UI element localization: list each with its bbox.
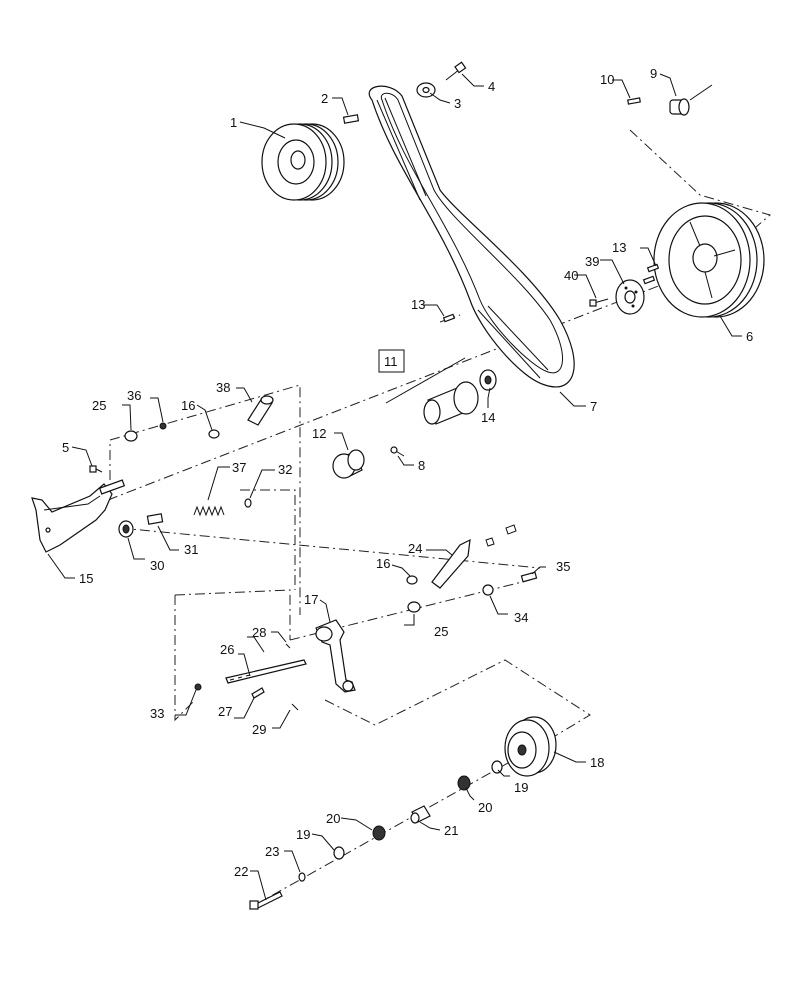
callout-21: 21 xyxy=(444,823,458,838)
part-33-nut xyxy=(194,683,202,691)
callout-36: 36 xyxy=(127,388,141,403)
part-34-washer xyxy=(482,584,494,596)
callout-12: 12 xyxy=(312,426,326,441)
part-23-washer xyxy=(298,872,306,882)
callout-11-box xyxy=(378,349,405,373)
part-38-spacer xyxy=(247,395,274,426)
part-27-clip xyxy=(251,687,265,699)
callout-24: 24 xyxy=(408,541,422,556)
callout-2: 2 xyxy=(321,91,328,106)
part-5-bolt xyxy=(89,465,103,473)
callout-34: 34 xyxy=(514,610,528,625)
callout-17: 17 xyxy=(304,592,318,607)
part-6-large-pulley xyxy=(653,202,765,318)
part-1-drive-pulley xyxy=(261,123,345,201)
part-8-screw xyxy=(390,446,405,457)
callout-11: 11 xyxy=(384,354,398,369)
callout-38: 38 xyxy=(216,380,230,395)
callout-33: 33 xyxy=(150,706,164,721)
callout-14: 14 xyxy=(481,410,495,425)
callout-20-b: 20 xyxy=(326,811,340,826)
callout-labels: 1 2 3 4 5 6 7 8 9 10 11 12 13 13 13 14 1… xyxy=(62,66,753,879)
callout-10: 10 xyxy=(600,72,614,87)
callout-20-a: 20 xyxy=(478,800,492,815)
part-7-belt xyxy=(368,85,575,388)
callout-25-a: 25 xyxy=(92,398,106,413)
callout-15: 15 xyxy=(79,571,93,586)
callout-13-b: 13 xyxy=(411,297,425,312)
callout-25-b: 25 xyxy=(434,624,448,639)
callout-30: 30 xyxy=(150,558,164,573)
callout-23: 23 xyxy=(265,844,279,859)
part-21-spacer xyxy=(410,805,431,824)
part-31-bushing xyxy=(146,513,164,525)
callout-26: 26 xyxy=(220,642,234,657)
callout-3: 3 xyxy=(454,96,461,111)
part-26-rod xyxy=(225,659,307,684)
callout-9: 9 xyxy=(650,66,657,81)
part-10-pin xyxy=(627,97,641,105)
callout-5: 5 xyxy=(62,440,69,455)
part-13-keys xyxy=(442,263,660,323)
part-24-plate xyxy=(431,524,517,589)
part-20-bearings xyxy=(372,775,471,841)
callout-18: 18 xyxy=(590,755,604,770)
callout-19-a: 19 xyxy=(514,780,528,795)
callout-35: 35 xyxy=(556,559,570,574)
callout-29: 29 xyxy=(252,722,266,737)
part-11-shaft-assembly xyxy=(423,381,479,425)
part-2-key xyxy=(342,114,360,124)
part-17-idler-arm xyxy=(315,619,356,693)
part-14-bearing xyxy=(479,369,497,391)
callout-19-b: 19 xyxy=(296,827,310,842)
part-9-fitting xyxy=(669,84,713,116)
callout-13-a: 13 xyxy=(612,240,626,255)
part-29-pin xyxy=(291,703,299,711)
part-39-hub xyxy=(615,279,645,315)
part-30-washer xyxy=(118,520,134,538)
part-36-nut xyxy=(159,422,167,430)
part-40-bolt xyxy=(589,298,609,307)
part-35-bolt xyxy=(520,571,538,583)
part-12-sleeve xyxy=(332,449,365,479)
callout-8: 8 xyxy=(418,458,425,473)
callout-4: 4 xyxy=(488,79,495,94)
part-18-idler-pulley xyxy=(504,716,557,777)
part-32-clip xyxy=(244,498,252,508)
callout-28: 28 xyxy=(252,625,266,640)
part-25-washer xyxy=(124,430,421,613)
part-37-spring xyxy=(193,505,225,517)
callout-7: 7 xyxy=(590,399,597,414)
callout-1: 1 xyxy=(230,115,237,130)
callout-6: 6 xyxy=(746,329,753,344)
callout-27: 27 xyxy=(218,704,232,719)
part-22-bolt xyxy=(249,891,283,910)
part-19-snap-rings xyxy=(333,760,503,860)
callout-37: 37 xyxy=(232,460,246,475)
part-28-pin xyxy=(285,643,291,649)
leader-lines xyxy=(47,73,742,901)
callout-39: 39 xyxy=(585,254,599,269)
callout-31: 31 xyxy=(184,542,198,557)
callout-16-b: 16 xyxy=(376,556,390,571)
callout-22: 22 xyxy=(234,864,248,879)
callout-40: 40 xyxy=(564,268,578,283)
callout-32: 32 xyxy=(278,462,292,477)
callout-16-a: 16 xyxy=(181,398,195,413)
part-15-bracket xyxy=(31,479,126,553)
part-4-bolt xyxy=(445,61,467,81)
part-16-washers xyxy=(208,429,418,585)
